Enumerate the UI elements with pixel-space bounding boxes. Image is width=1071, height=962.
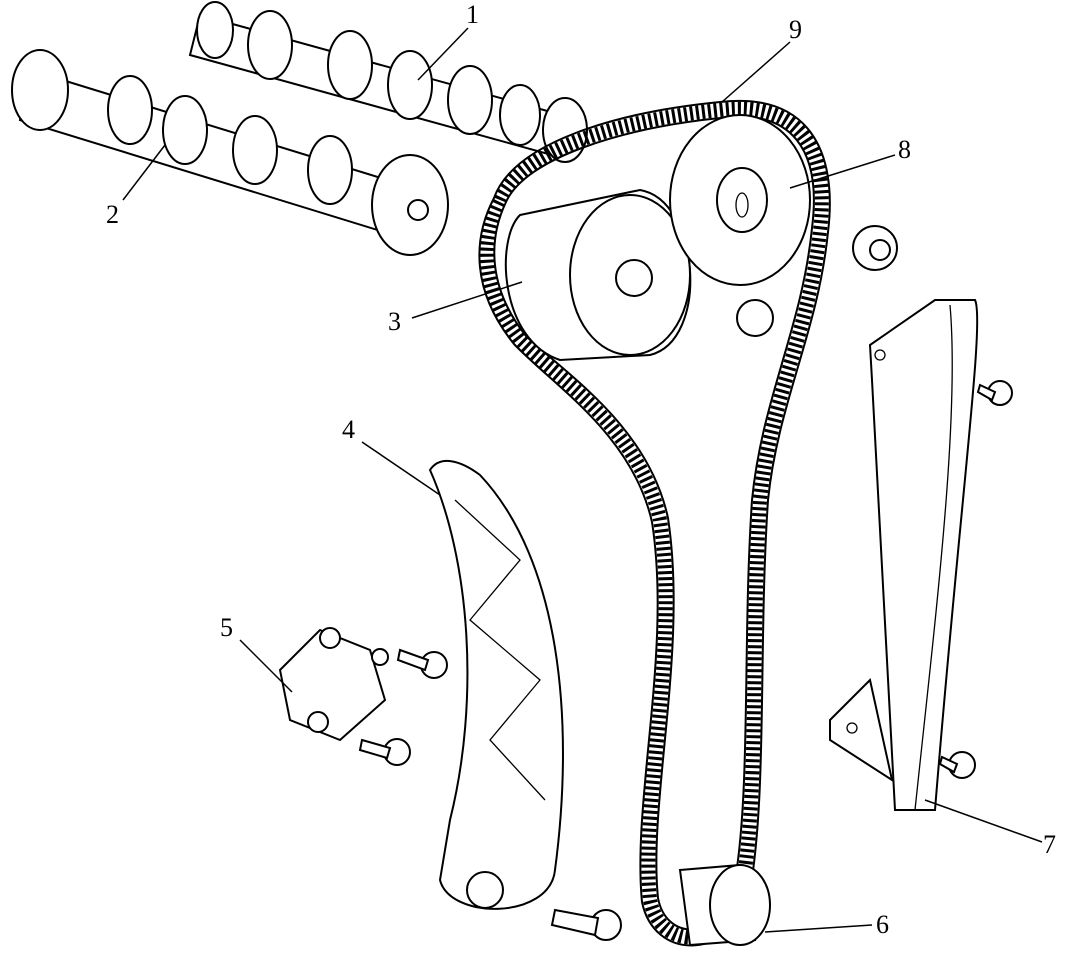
label-7: 7 — [1043, 830, 1056, 859]
label-6: 6 — [876, 910, 889, 939]
chain-tensioner — [278, 627, 389, 742]
camshaft-upper — [188, 1, 588, 163]
label-8: 8 — [898, 135, 911, 164]
label-3: 3 — [388, 307, 401, 336]
camshaft-lower — [11, 49, 449, 256]
tensioner-guide — [428, 460, 564, 910]
vvt-phaser — [504, 188, 692, 362]
label-4: 4 — [342, 415, 355, 444]
fixed-guide — [829, 299, 979, 811]
bolts — [358, 225, 1013, 941]
label-1: 1 — [466, 0, 479, 29]
label-9: 9 — [789, 15, 802, 44]
label-5: 5 — [220, 613, 233, 642]
exhaust-sprocket — [669, 114, 811, 337]
crank-sprocket — [678, 863, 771, 947]
label-2: 2 — [106, 200, 119, 229]
leader-lines — [122, 27, 1043, 933]
timing-chain — [478, 99, 831, 947]
